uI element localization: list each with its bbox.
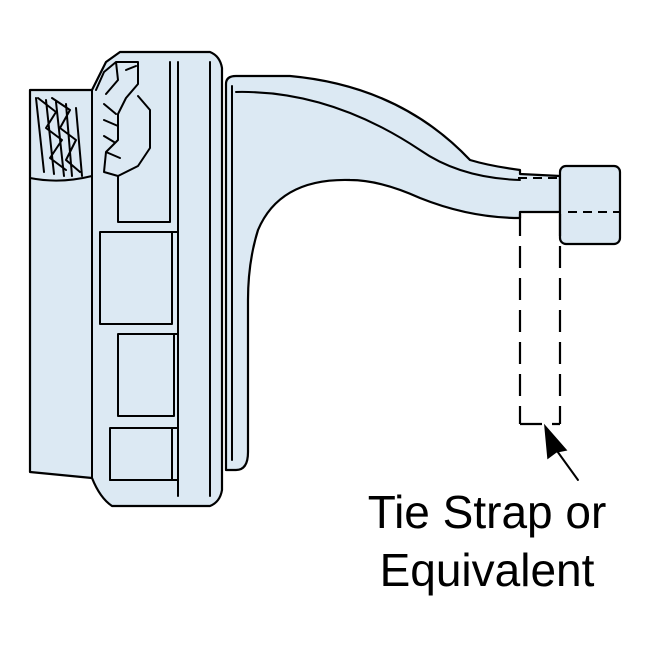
leader-arrowhead: [544, 423, 568, 460]
coupling-ring-edge: [29, 175, 93, 182]
callout-label-line1: Tie Strap or: [368, 486, 607, 538]
window-slot-middle: [117, 333, 175, 417]
inner-step-lower: [109, 231, 179, 481]
callout-label-line2: Equivalent: [380, 544, 595, 596]
flange-line: [177, 61, 211, 497]
strain-relief-arm: [224, 74, 622, 472]
knurl-texture: [35, 97, 83, 177]
inner-step-top: [117, 61, 171, 223]
connector-body: [28, 50, 224, 508]
arm-outline: [224, 74, 562, 472]
callout-leader: [544, 423, 579, 481]
coupling-thread-cutaway: [95, 61, 151, 177]
arm-end-cap: [558, 164, 622, 246]
window-slot-upper: [99, 231, 173, 325]
tie-strap: [518, 214, 562, 426]
arm-inner-edge: [231, 85, 521, 461]
